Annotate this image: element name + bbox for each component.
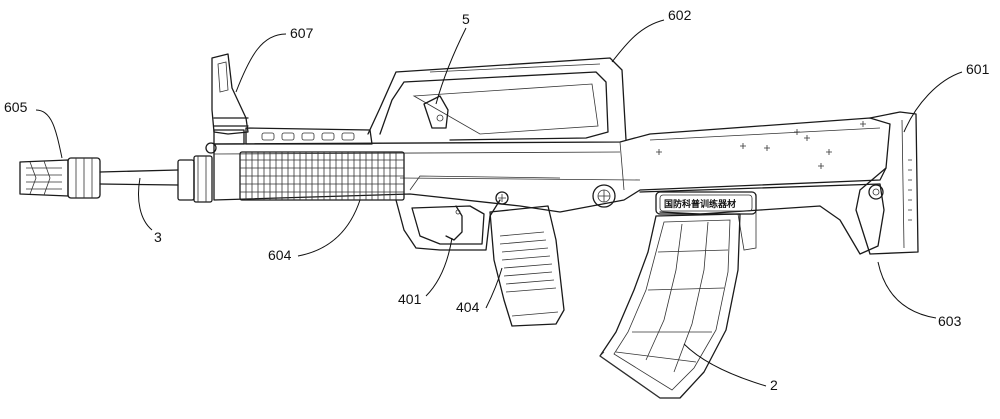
top-rail (245, 127, 373, 145)
callout-401: 401 (398, 291, 422, 307)
construction-marks (656, 121, 866, 169)
callout-602: 602 (668, 7, 692, 23)
flash-hider (19, 157, 101, 199)
leader-5 (435, 27, 467, 105)
leader-601 (903, 71, 963, 133)
callout-601: 601 (966, 61, 990, 77)
leader-lines (35, 19, 963, 387)
leader-2 (683, 343, 767, 387)
leader-605 (35, 109, 63, 159)
leader-3 (138, 177, 153, 231)
leader-607 (235, 33, 287, 93)
nameplate-text: 国防科普训练器材 (664, 198, 736, 210)
handguard-grip (239, 151, 405, 201)
nameplate (655, 191, 757, 215)
callout-2: 2 (770, 377, 778, 393)
callout-3: 3 (154, 229, 162, 245)
stock (639, 111, 919, 255)
callout-607: 607 (290, 25, 314, 41)
callout-604: 604 (268, 247, 292, 263)
callout-404: 404 (456, 299, 480, 315)
leader-604 (297, 199, 361, 257)
leader-401 (425, 237, 453, 297)
charging-handle (423, 95, 449, 129)
selector-pin (495, 191, 509, 205)
pistol-grip (489, 205, 565, 327)
magazine (599, 213, 741, 399)
callout-605: 605 (4, 99, 28, 115)
leader-603 (877, 261, 937, 319)
callout-5: 5 (462, 11, 470, 27)
carry-handle (367, 57, 627, 141)
trigger-assembly (395, 199, 501, 251)
barrel (99, 142, 217, 203)
front-sight (211, 53, 249, 145)
receiver (213, 117, 891, 213)
callout-603: 603 (938, 313, 962, 329)
leader-602 (611, 19, 665, 63)
leader-404 (485, 267, 503, 309)
